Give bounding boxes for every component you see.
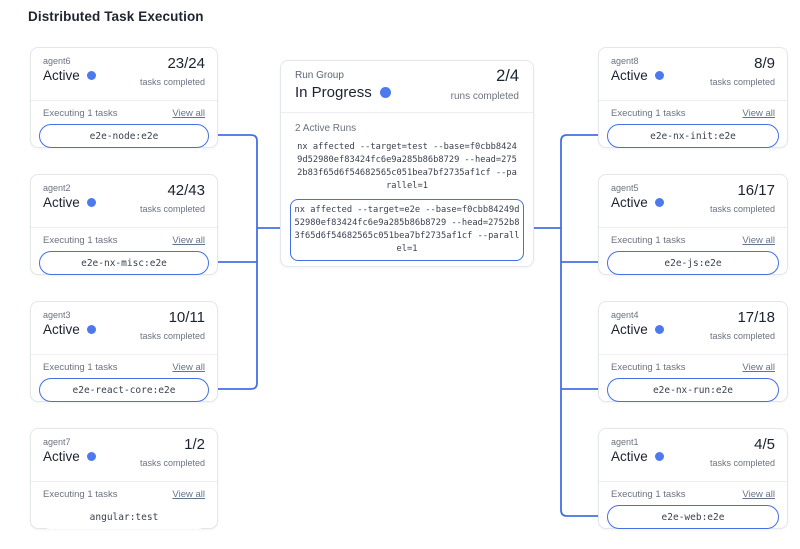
- agent-name: agent8: [611, 56, 639, 66]
- agent-status: Active: [43, 449, 96, 464]
- agent-card-agent5: agent5 Active 16/17 tasks completed Exec…: [598, 174, 788, 275]
- executing-label: Executing 1 tasks: [611, 488, 686, 500]
- status-dot-icon: [379, 87, 391, 98]
- agent-card-agent1: agent1 Active 4/5 tasks completed Execut…: [598, 428, 788, 529]
- agent-name: agent4: [611, 310, 639, 320]
- tasks-count-label: tasks completed: [139, 77, 205, 87]
- active-runs-label: 2 Active Runs: [295, 123, 357, 134]
- status-dot-icon: [86, 198, 96, 207]
- status-dot-icon: [86, 71, 96, 80]
- executing-label: Executing 1 tasks: [43, 234, 118, 246]
- page-title: Distributed Task Execution: [28, 9, 204, 24]
- tasks-count: 17/18: [737, 309, 775, 326]
- agent-card-agent3: agent3 Active 10/11 tasks completed Exec…: [30, 301, 218, 402]
- run-group-card: Run Group In Progress 2/4 runs completed…: [280, 60, 534, 267]
- task-pill[interactable]: e2e-nx-run:e2e: [607, 378, 779, 402]
- agent-name: agent3: [43, 310, 71, 320]
- agent-card-header: agent2 Active 42/43 tasks completed: [31, 175, 217, 228]
- tasks-count-label: tasks completed: [709, 204, 775, 214]
- runs-count-label: runs completed: [450, 91, 519, 102]
- task-pill[interactable]: e2e-js:e2e: [607, 251, 779, 275]
- view-all-link[interactable]: View all: [742, 488, 775, 500]
- tasks-count: 16/17: [737, 182, 775, 199]
- tasks-count: 1/2: [184, 436, 205, 453]
- executing-label: Executing 1 tasks: [43, 361, 118, 373]
- agent-name: agent5: [611, 183, 639, 193]
- tasks-count: 23/24: [167, 55, 205, 72]
- agent-name: agent6: [43, 56, 71, 66]
- runs-count: 2/4: [496, 67, 519, 85]
- agent-status: Active: [611, 68, 664, 83]
- status-dot-icon: [654, 71, 664, 80]
- tasks-count: 8/9: [754, 55, 775, 72]
- run-group-label: Run Group: [295, 70, 344, 81]
- agent-card-agent4: agent4 Active 17/18 tasks completed Exec…: [598, 301, 788, 402]
- run-group-status: In Progress: [295, 84, 391, 101]
- executing-label: Executing 1 tasks: [611, 107, 686, 119]
- agent-status: Active: [611, 449, 664, 464]
- agent-card-header: agent5 Active 16/17 tasks completed: [599, 175, 787, 228]
- run-command[interactable]: nx affected --target=test --base=f0cbb84…: [297, 142, 517, 191]
- tasks-count-label: tasks completed: [139, 331, 205, 341]
- agent-status: Active: [43, 68, 96, 83]
- status-dot-icon: [654, 325, 664, 334]
- status-dot-icon: [86, 452, 96, 461]
- agent-card-header: agent6 Active 23/24 tasks completed: [31, 48, 217, 101]
- run-group-header: Run Group In Progress 2/4 runs completed: [281, 61, 533, 113]
- agent-card-agent2: agent2 Active 42/43 tasks completed Exec…: [30, 174, 218, 275]
- status-dot-icon: [86, 325, 96, 334]
- run-command-highlighted[interactable]: nx affected --target=e2e --base=f0cbb842…: [290, 199, 524, 261]
- tasks-count-label: tasks completed: [709, 458, 775, 468]
- agent-card-header: agent8 Active 8/9 tasks completed: [599, 48, 787, 101]
- agent-card-agent7: agent7 Active 1/2 tasks completed Execut…: [30, 428, 218, 529]
- tasks-count: 10/11: [168, 309, 205, 326]
- tasks-count-label: tasks completed: [139, 204, 205, 214]
- agent-card-header: agent3 Active 10/11 tasks completed: [31, 302, 217, 355]
- agent-status: Active: [611, 322, 664, 337]
- status-dot-icon: [654, 198, 664, 207]
- task-label: angular:test: [39, 505, 209, 529]
- view-all-link[interactable]: View all: [172, 361, 205, 373]
- task-pill[interactable]: e2e-nx-misc:e2e: [39, 251, 209, 275]
- agent-card-agent6: agent6 Active 23/24 tasks completed Exec…: [30, 47, 218, 148]
- executing-label: Executing 1 tasks: [611, 234, 686, 246]
- tasks-count: 42/43: [167, 182, 205, 199]
- task-pill[interactable]: e2e-web:e2e: [607, 505, 779, 529]
- agent-name: agent2: [43, 183, 71, 193]
- agent-name: agent1: [611, 437, 639, 447]
- tasks-count-label: tasks completed: [139, 458, 205, 468]
- tasks-count-label: tasks completed: [709, 331, 775, 341]
- agent-card-agent8: agent8 Active 8/9 tasks completed Execut…: [598, 47, 788, 148]
- tasks-count: 4/5: [754, 436, 775, 453]
- executing-label: Executing 1 tasks: [43, 488, 118, 500]
- status-dot-icon: [654, 452, 664, 461]
- task-pill[interactable]: e2e-react-core:e2e: [39, 378, 209, 402]
- agent-card-header: agent7 Active 1/2 tasks completed: [31, 429, 217, 482]
- agent-card-header: agent1 Active 4/5 tasks completed: [599, 429, 787, 482]
- executing-label: Executing 1 tasks: [43, 107, 118, 119]
- agent-card-header: agent4 Active 17/18 tasks completed: [599, 302, 787, 355]
- agent-status: Active: [611, 195, 664, 210]
- tasks-count-label: tasks completed: [709, 77, 775, 87]
- task-pill[interactable]: e2e-nx-init:e2e: [607, 124, 779, 148]
- agent-name: agent7: [43, 437, 71, 447]
- view-all-link[interactable]: View all: [172, 488, 205, 500]
- view-all-link[interactable]: View all: [742, 361, 775, 373]
- view-all-link[interactable]: View all: [742, 234, 775, 246]
- view-all-link[interactable]: View all: [172, 234, 205, 246]
- agent-status: Active: [43, 195, 96, 210]
- view-all-link[interactable]: View all: [742, 107, 775, 119]
- executing-label: Executing 1 tasks: [611, 361, 686, 373]
- agent-status: Active: [43, 322, 96, 337]
- task-pill[interactable]: e2e-node:e2e: [39, 124, 209, 148]
- view-all-link[interactable]: View all: [172, 107, 205, 119]
